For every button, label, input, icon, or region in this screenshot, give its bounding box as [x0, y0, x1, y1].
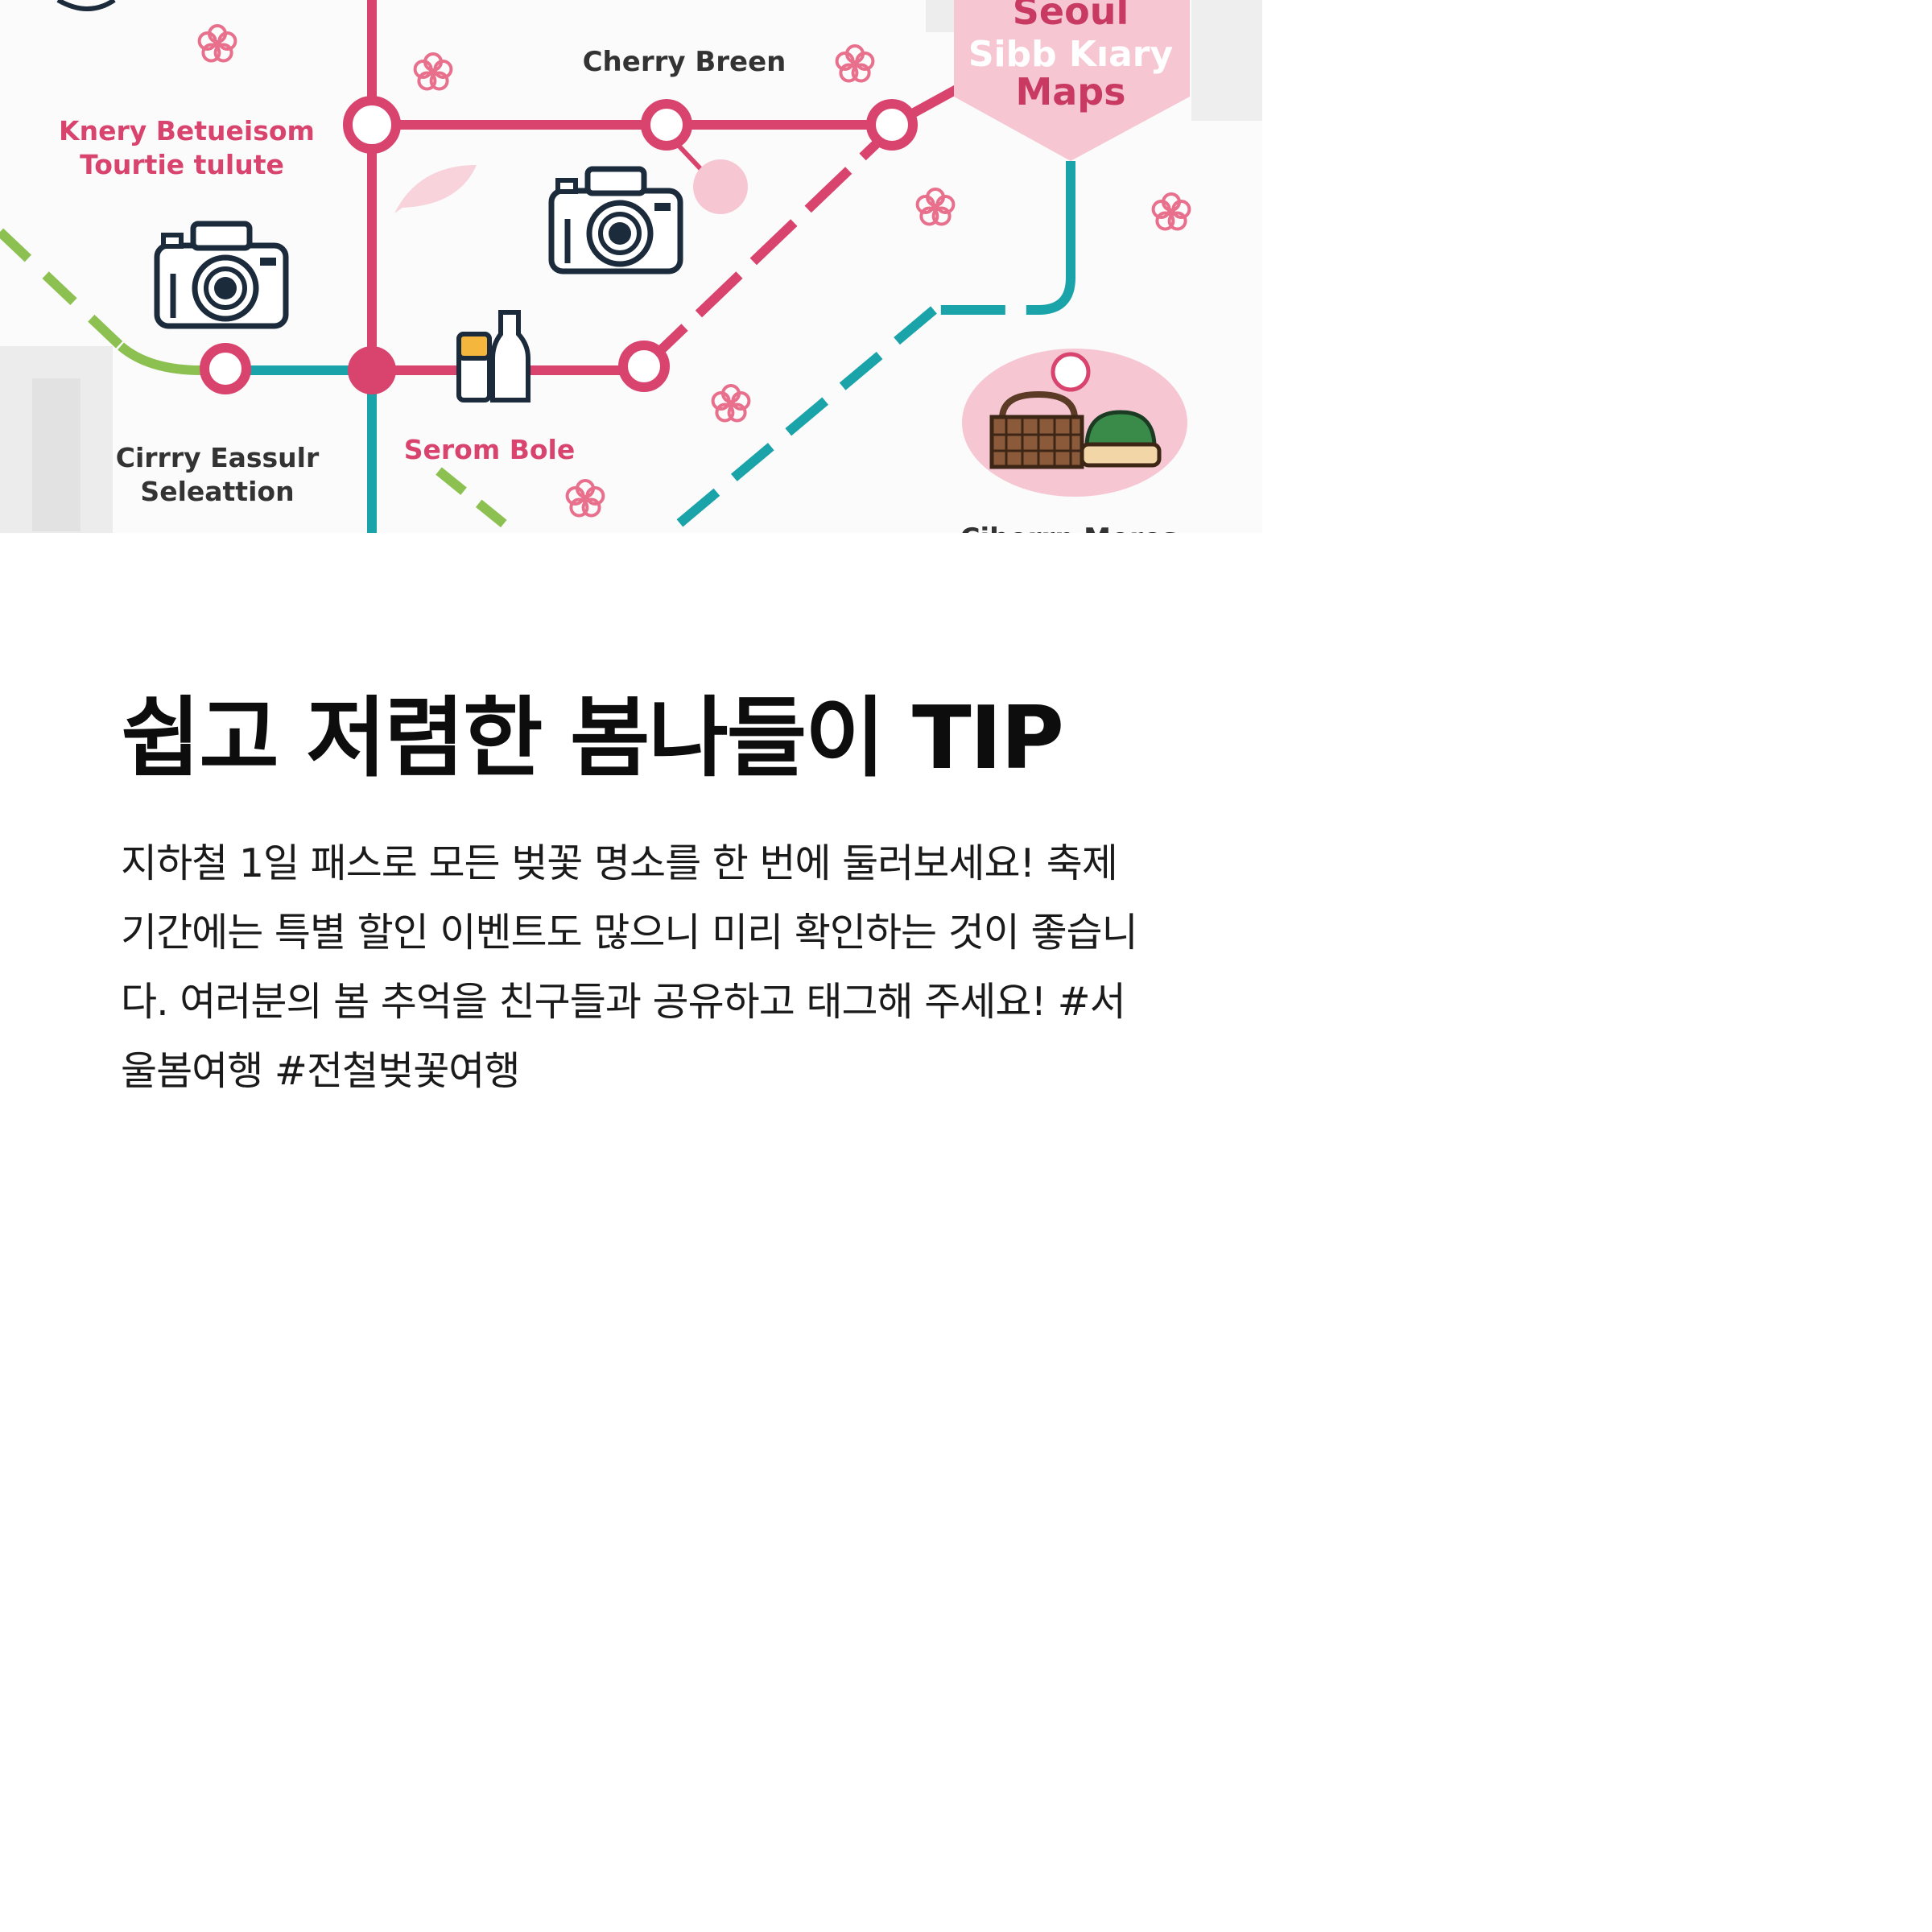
subway-map-illustration: Seoul Sibb Kıary Maps Cherry Breen Knery…	[0, 0, 1262, 533]
label-serom-bole: Serom Bole	[404, 434, 576, 465]
badge-line-3: Maps	[1015, 70, 1125, 114]
label-cirrry-line-2: Seleattion	[140, 476, 294, 507]
badge-line-2: Sibb Kıary	[968, 34, 1173, 75]
label-cut-off: Ciberrn Meros	[960, 522, 1179, 533]
label-knery-line-2: Tourtie tulute	[80, 149, 284, 180]
tip-section: 쉽고 저렴한 봄나들이 TIP 지하철 1일 패스로 모든 벚꽃 명소를 한 번…	[121, 691, 1151, 1146]
label-cherry-breen: Cherry Breen	[583, 46, 786, 78]
post-page: Seoul Sibb Kıary Maps Cherry Breen Knery…	[0, 0, 1262, 1262]
label-cirrry-line-1: Cirrry Eassulr	[116, 442, 320, 473]
subway-map-image: Seoul Sibb Kıary Maps Cherry Breen Knery…	[0, 0, 1262, 533]
tip-title: 쉽고 저렴한 봄나들이 TIP	[121, 688, 1064, 789]
label-knery-line-1: Knery Betueisom	[59, 115, 315, 147]
badge-line-1: Seoul	[1013, 0, 1129, 33]
tip-body: 지하철 1일 패스로 모든 벚꽃 명소를 한 번에 둘러보세요! 축제 기간에는…	[121, 840, 1138, 1094]
